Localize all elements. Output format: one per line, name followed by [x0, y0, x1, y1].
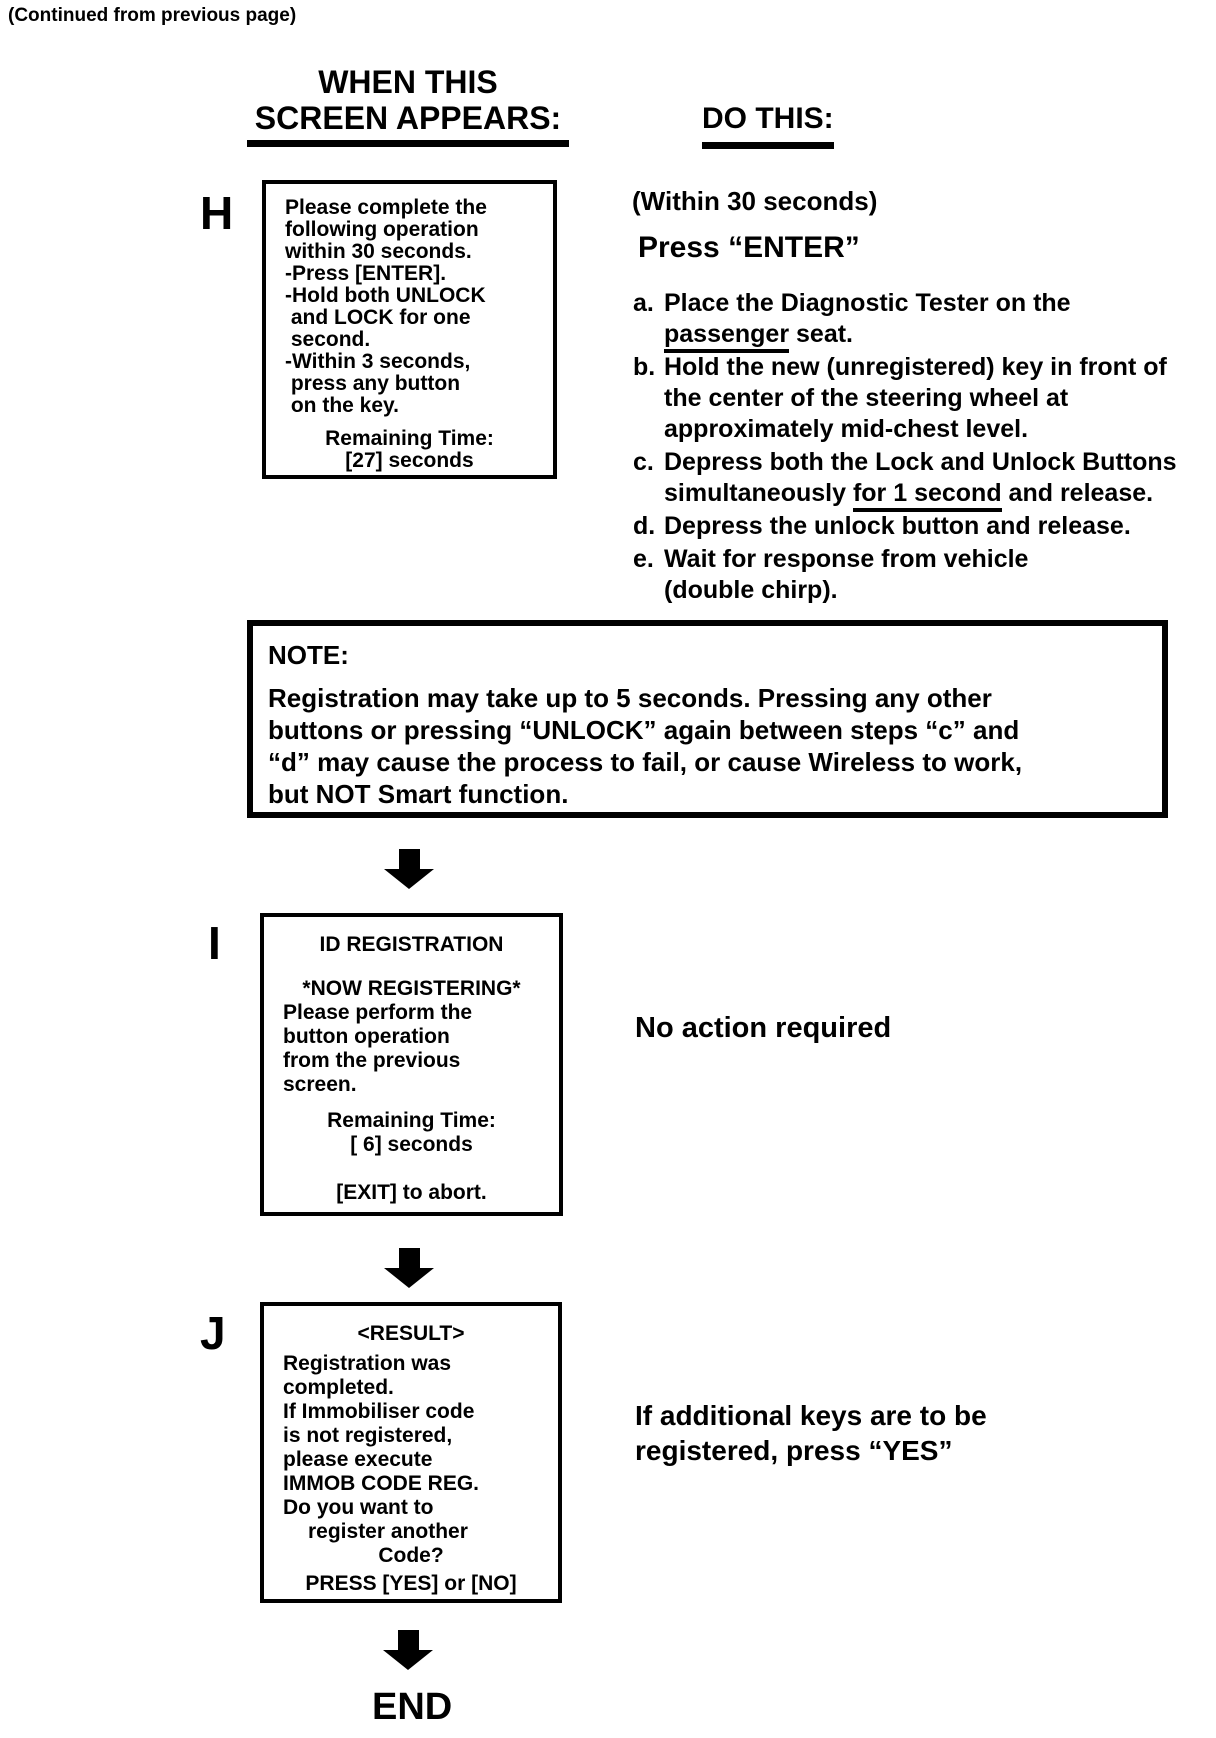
screen-title: ID REGISTRATION — [319, 933, 504, 956]
step-c-underlined-phrase: for 1 second — [852, 479, 1002, 512]
note-title: NOTE: — [268, 640, 349, 670]
additional-keys-line1: If additional keys are to be — [635, 1400, 987, 1431]
screen-text-line: is not registered, — [283, 1424, 453, 1447]
arrow-head — [384, 1268, 434, 1288]
screen-title: <RESULT> — [357, 1322, 465, 1345]
down-arrow-icon — [383, 1630, 433, 1670]
step-b-line1: Hold the new (unregistered) key in front… — [664, 353, 1167, 381]
step-d: d. Depress the unlock button and release… — [633, 511, 1208, 542]
screen-remaining-time-label: Remaining Time: — [327, 1109, 496, 1132]
step-label: b. — [633, 353, 656, 381]
screen-text-line: -Press [ENTER]. — [285, 262, 447, 285]
screen-text-line: button operation — [283, 1025, 450, 1048]
down-arrow-icon — [384, 849, 434, 889]
arrow-head — [383, 1650, 433, 1670]
screen-status: *NOW REGISTERING* — [302, 977, 521, 1000]
step-text: Hold the new (unregistered) key in front… — [664, 352, 1167, 445]
arrow-shaft — [398, 1248, 420, 1268]
section-label-h: H — [200, 187, 234, 239]
screen-text-line: If Immobiliser code — [283, 1400, 475, 1423]
do-this-steps-list: a. Place the Diagnostic Tester on the pas… — [633, 288, 1208, 608]
step-b-line2: the center of the steering wheel at — [664, 384, 1069, 412]
when-screen-appears-heading: WHEN THIS SCREEN APPEARS: — [247, 64, 569, 147]
step-text: Depress the unlock button and release. — [664, 511, 1131, 542]
screen-press-yes-no: PRESS [YES] or [NO] — [305, 1572, 517, 1595]
step-e-line1: Wait for response from vehicle — [664, 545, 1029, 573]
section-label-i: I — [208, 917, 221, 969]
screen-text-line: screen. — [283, 1073, 357, 1096]
screen-text-line: on the key. — [285, 394, 399, 417]
end-label: END — [372, 1686, 453, 1728]
screen-text-line: Please perform the — [283, 1001, 473, 1024]
step-a-underlined-word: passenger — [664, 320, 790, 353]
screen-text-line: IMMOB CODE REG. — [283, 1472, 480, 1495]
no-action-required-text: No action required — [635, 1012, 892, 1044]
step-a: a. Place the Diagnostic Tester on the pas… — [633, 288, 1208, 353]
screen-text-line: and LOCK for one — [285, 306, 471, 329]
screen-text-line: completed. — [283, 1376, 394, 1399]
continued-note: (Continued from previous page) — [8, 5, 297, 26]
screen-text-line: Do you want to — [283, 1496, 434, 1519]
screen-text-line: within 30 seconds. — [285, 240, 472, 263]
section-label-j: J — [200, 1307, 226, 1359]
step-text: Wait for response from vehicle (double ch… — [664, 544, 1028, 606]
note-paragraph: Registration may take up to 5 seconds. P… — [268, 682, 1152, 810]
step-d-line1: Depress the unlock button and release. — [664, 512, 1131, 540]
step-e-line2: (double chirp). — [664, 576, 838, 604]
note-line: Registration may take up to 5 seconds. P… — [268, 683, 992, 713]
screen-text-line: Registration was — [283, 1352, 452, 1375]
step-c-line2-pre: simultaneously — [664, 479, 853, 507]
step-label: e. — [633, 545, 654, 573]
screen-text-line: Please complete the — [285, 196, 487, 219]
screen-remaining-time-value: [ 6] seconds — [350, 1133, 473, 1156]
step-b: b. Hold the new (unregistered) key in fr… — [633, 352, 1208, 445]
note-line: buttons or pressing “UNLOCK” again betwe… — [268, 715, 1020, 745]
screen-box-j: <RESULT> Registration was completed. If … — [260, 1302, 562, 1603]
step-a-line2-rest: seat. — [789, 320, 853, 348]
step-label: d. — [633, 512, 656, 540]
screen-text-line: register another — [308, 1520, 468, 1543]
step-c: c. Depress both the Lock and Unlock Butt… — [633, 447, 1208, 512]
step-c-line2-post: and release. — [1001, 479, 1154, 507]
screen-box-i: ID REGISTRATION *NOW REGISTERING* Please… — [260, 913, 563, 1216]
screen-text-line: -Hold both UNLOCK — [285, 284, 486, 307]
step-c-line1: Depress both the Lock and Unlock Buttons — [664, 448, 1177, 476]
additional-keys-instruction: If additional keys are to be registered,… — [635, 1398, 987, 1468]
press-enter-instruction: Press “ENTER” — [638, 231, 860, 264]
arrow-shaft — [397, 1630, 419, 1650]
screen-remaining-time-value: [27] seconds — [345, 449, 474, 472]
screen-exit-hint: [EXIT] to abort. — [336, 1181, 487, 1204]
note-box: NOTE: Registration may take up to 5 seco… — [247, 620, 1168, 818]
screen-text-line: following operation — [285, 218, 479, 241]
additional-keys-line2: registered, press “YES” — [635, 1435, 953, 1466]
screen-text-line: please execute — [283, 1448, 433, 1471]
when-heading-line2: SCREEN APPEARS: — [254, 100, 562, 136]
down-arrow-icon — [384, 1248, 434, 1288]
step-text: Place the Diagnostic Tester on the passen… — [664, 288, 1071, 353]
when-heading-line1: WHEN THIS — [318, 64, 498, 100]
step-b-line3: approximately mid-chest level. — [664, 415, 1029, 443]
step-label: c. — [633, 448, 654, 476]
screen-text-line: Code? — [378, 1544, 444, 1567]
step-a-line1: Place the Diagnostic Tester on the — [664, 289, 1071, 317]
step-e: e. Wait for response from vehicle (double… — [633, 544, 1208, 606]
arrow-shaft — [398, 849, 420, 869]
do-this-heading: DO THIS: — [702, 103, 834, 149]
screen-box-h: Please complete the following operation … — [262, 180, 557, 479]
screen-text-line: -Within 3 seconds, — [285, 350, 471, 373]
step-text: Depress both the Lock and Unlock Buttons… — [664, 447, 1177, 512]
arrow-head — [384, 869, 434, 889]
note-line: but NOT Smart function. — [268, 779, 569, 809]
screen-text-line: from the previous — [283, 1049, 461, 1072]
screen-text-line: press any button — [285, 372, 461, 395]
within-30-seconds-text: (Within 30 seconds) — [632, 186, 878, 216]
note-line: “d” may cause the process to fail, or ca… — [268, 747, 1023, 777]
step-label: a. — [633, 289, 654, 317]
screen-text-line: second. — [285, 328, 371, 351]
screen-remaining-time-label: Remaining Time: — [325, 427, 494, 450]
